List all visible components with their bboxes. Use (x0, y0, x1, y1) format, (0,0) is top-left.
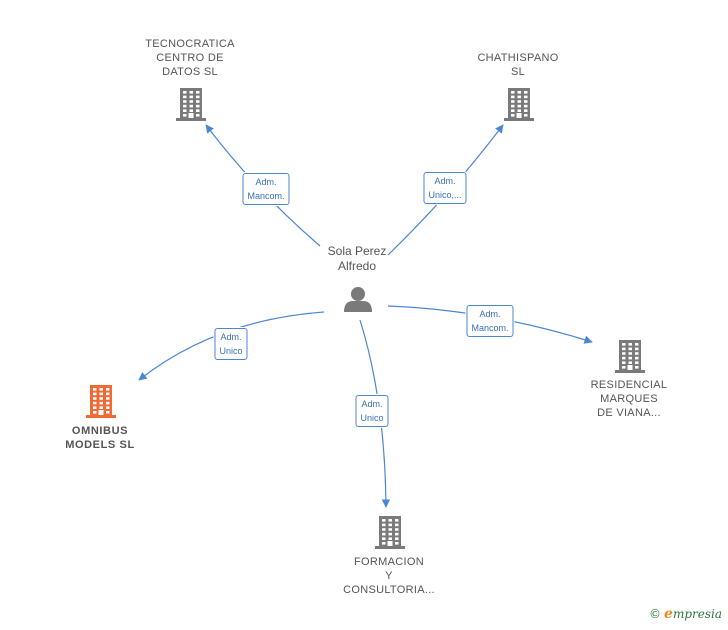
company-name-line: SL (510, 66, 526, 78)
role-badge-text: Adm. (220, 332, 242, 342)
copyright-brand[interactable]: ©empresia (649, 606, 722, 622)
company-name-line: Y (385, 570, 393, 582)
person-name-line2: Alfredo (337, 259, 377, 273)
role-badge-text: Mancom. (247, 191, 285, 201)
company-name-line: CENTRO DE (156, 52, 224, 64)
role-badge-chathispano[interactable]: Adm. Unico,... (423, 172, 467, 204)
role-badge-text: Mancom. (471, 323, 509, 333)
building-icon-omnibus[interactable] (86, 385, 116, 418)
building-icon-residencial[interactable] (615, 340, 645, 373)
role-badge-formacion[interactable]: Adm. Unico (355, 395, 389, 427)
building-icon-formacion[interactable] (375, 516, 405, 549)
company-name-line: CONSULTORIA... (343, 584, 435, 596)
company-name-line: FORMACION (354, 556, 424, 568)
company-name-line: MARQUES (600, 393, 658, 405)
company-name-omnibus[interactable]: OMNIBUS MODELS SL (65, 424, 135, 452)
role-badge-text: Adm. (361, 399, 383, 409)
company-name-line: RESIDENCIAL (590, 379, 668, 391)
building-icon-tecnocratica[interactable] (176, 88, 206, 121)
brand-name: mpresia (672, 607, 722, 621)
role-badge-text: Unico,... (428, 190, 462, 200)
company-name-line: TECNOCRATICA (145, 38, 235, 50)
brand-initial: e (664, 606, 673, 622)
role-badge-tecnocratica[interactable]: Adm. Mancom. (242, 173, 290, 205)
role-badge-omnibus[interactable]: Adm. Unico (214, 328, 248, 360)
person-icon[interactable] (344, 287, 372, 312)
role-badge-text: Adm. (255, 177, 277, 187)
company-name-line: OMNIBUS (71, 425, 129, 437)
company-name-line: DE VIANA... (597, 407, 661, 419)
building-icon-chathispano[interactable] (504, 88, 534, 121)
role-badge-residencial[interactable]: Adm. Mancom. (466, 305, 514, 337)
company-name-line: MODELS SL (65, 439, 135, 451)
company-name-residencial[interactable]: RESIDENCIAL MARQUES DE VIANA... (591, 378, 668, 420)
person-name-line1: Sola Perez (327, 244, 387, 258)
company-name-chathispano[interactable]: CHATHISPANO SL (477, 51, 558, 79)
company-name-line: CHATHISPANO (477, 52, 559, 64)
role-badge-text: Adm. (479, 309, 501, 319)
role-badge-text: Unico (360, 413, 384, 423)
company-name-tecnocratica[interactable]: TECNOCRATICA CENTRO DE DATOS SL (145, 37, 235, 79)
role-badge-text: Adm. (434, 176, 456, 186)
person-name[interactable]: Sola Perez Alfredo (328, 244, 387, 274)
company-name-formacion[interactable]: FORMACION Y CONSULTORIA... (343, 555, 435, 597)
copyright-symbol: © (649, 607, 662, 621)
role-badge-text: Unico (219, 346, 243, 356)
company-name-line: DATOS SL (162, 66, 218, 78)
